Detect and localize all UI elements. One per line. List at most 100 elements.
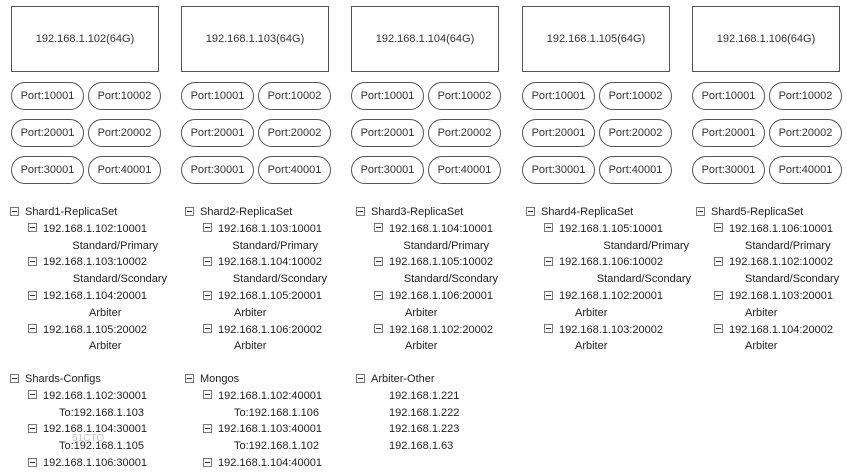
tree-node[interactable]: 192.168.1.106:20001: [356, 288, 521, 305]
tree-node[interactable]: 192.168.1.103:10001: [185, 221, 350, 238]
tree-title: Shards-Configs: [25, 373, 101, 385]
tree-node[interactable]: Shards-Configs: [10, 371, 175, 388]
port-node: Port:20001: [522, 119, 595, 147]
member-target: To:192.168.1.105: [59, 440, 145, 453]
tree-title: Shard2-ReplicaSet: [200, 206, 293, 218]
collapse-icon[interactable]: [203, 390, 212, 400]
port-node: Port:30001: [181, 156, 254, 184]
member-role: Arbiter: [575, 340, 608, 353]
tree-node[interactable]: 192.168.1.102:30001: [10, 388, 175, 405]
collapse-icon[interactable]: [696, 206, 705, 216]
tree-node[interactable]: Shard3-ReplicaSet: [356, 204, 521, 221]
member-address: 192.168.1.106:20002: [218, 323, 322, 336]
collapse-icon[interactable]: [714, 223, 723, 233]
port-node: Port:20001: [181, 119, 254, 147]
port-node: Port:20002: [769, 119, 842, 147]
collapse-icon[interactable]: [185, 206, 194, 216]
collapse-icon[interactable]: [714, 256, 723, 266]
tree-node[interactable]: Mongos: [185, 371, 350, 388]
tree-node[interactable]: 192.168.1.103:40001: [185, 421, 350, 438]
tree-node[interactable]: 192.168.1.102:10002: [696, 254, 846, 271]
collapse-icon[interactable]: [544, 290, 553, 300]
tree-node[interactable]: Shard2-ReplicaSet: [185, 204, 350, 221]
tree-node[interactable]: 192.168.1.103:20001: [696, 288, 846, 305]
collapse-icon[interactable]: [203, 423, 212, 433]
port-node: Port:10001: [11, 82, 84, 110]
port-node: Port:30001: [351, 156, 424, 184]
collapse-icon[interactable]: [203, 290, 212, 300]
collapse-icon[interactable]: [28, 457, 37, 467]
member-address: 192.168.1.102:40001: [218, 389, 322, 402]
tree-node[interactable]: 192.168.1.104:20002: [696, 322, 846, 339]
collapse-icon[interactable]: [374, 290, 383, 300]
collapse-icon[interactable]: [544, 324, 553, 334]
tree-node[interactable]: Shard4-ReplicaSet: [526, 204, 691, 221]
collapse-icon[interactable]: [185, 373, 194, 383]
collapse-icon[interactable]: [203, 457, 212, 467]
port-node: Port:30001: [11, 156, 84, 184]
collapse-icon[interactable]: [203, 256, 212, 266]
host-box: 192.168.1.104(64G): [351, 6, 499, 72]
collapse-icon[interactable]: [374, 223, 383, 233]
tree-node[interactable]: 192.168.1.105:10002: [356, 254, 521, 271]
tree-node[interactable]: 192.168.1.102:20002: [356, 322, 521, 339]
collapse-icon[interactable]: [526, 206, 535, 216]
tree-node[interactable]: 192.168.1.105:20001: [185, 288, 350, 305]
tree-node[interactable]: 192.168.1.105:10001: [526, 221, 691, 238]
collapse-icon[interactable]: [28, 290, 37, 300]
arbiter-address: 192.168.1.221: [389, 389, 460, 402]
tree-node[interactable]: Arbiter-Other: [356, 371, 521, 388]
member-role: Standard/Primary: [232, 239, 318, 252]
tree-node[interactable]: 192.168.1.106:10001: [696, 221, 846, 238]
tree-node[interactable]: 192.168.1.104:40001: [185, 455, 350, 472]
member-role: Standard/Scondary: [596, 273, 691, 286]
host-box: 192.168.1.106(64G): [692, 6, 840, 72]
member-role: Arbiter: [89, 340, 122, 353]
member-role: Arbiter: [575, 306, 608, 319]
member-target: To:192.168.1.103: [59, 406, 145, 419]
tree-node[interactable]: 192.168.1.103:20002: [526, 322, 691, 339]
tree-node[interactable]: 192.168.1.104:30001: [10, 421, 175, 438]
port-node: Port:10001: [522, 82, 595, 110]
tree-node[interactable]: 192.168.1.103:10002: [10, 254, 175, 271]
collapse-icon[interactable]: [714, 324, 723, 334]
tree-node[interactable]: 192.168.1.104:10001: [356, 221, 521, 238]
collapse-icon[interactable]: [356, 206, 365, 216]
member-address: 192.168.1.103:10002: [43, 256, 147, 269]
tree-node[interactable]: 192.168.1.104:20001: [10, 288, 175, 305]
collapse-icon[interactable]: [28, 423, 37, 433]
collapse-icon[interactable]: [356, 373, 365, 383]
collapse-icon[interactable]: [374, 324, 383, 334]
collapse-icon[interactable]: [28, 390, 37, 400]
collapse-icon[interactable]: [203, 324, 212, 334]
collapse-icon[interactable]: [203, 223, 212, 233]
collapse-icon[interactable]: [10, 206, 19, 216]
collapse-icon[interactable]: [28, 223, 37, 233]
tree-node[interactable]: 192.168.1.102:40001: [185, 388, 350, 405]
tree-node[interactable]: 192.168.1.104:10002: [185, 254, 350, 271]
port-node: Port:20001: [11, 119, 84, 147]
collapse-icon[interactable]: [544, 256, 553, 266]
replica-set-tree-2: Shard2-ReplicaSet 192.168.1.103:10001 St…: [185, 204, 350, 355]
tree-node[interactable]: 192.168.1.105:20002: [10, 322, 175, 339]
member-address: 192.168.1.104:40001: [218, 456, 322, 469]
port-node: Port:40001: [769, 156, 842, 184]
port-node: Port:10002: [599, 82, 672, 110]
tree-node[interactable]: 192.168.1.106:20002: [185, 322, 350, 339]
collapse-icon[interactable]: [374, 256, 383, 266]
tree-node[interactable]: 192.168.1.102:10001: [10, 221, 175, 238]
collapse-icon[interactable]: [28, 324, 37, 334]
collapse-icon[interactable]: [10, 373, 19, 383]
tree-node[interactable]: 192.168.1.106:30001: [10, 455, 175, 472]
member-address: 192.168.1.103:20002: [559, 323, 663, 336]
tree-node[interactable]: 192.168.1.106:10002: [526, 254, 691, 271]
collapse-icon[interactable]: [544, 223, 553, 233]
collapse-icon[interactable]: [28, 256, 37, 266]
tree-node[interactable]: 192.168.1.102:20001: [526, 288, 691, 305]
collapse-icon[interactable]: [714, 290, 723, 300]
tree-node[interactable]: Shard5-ReplicaSet: [696, 204, 846, 221]
tree-node[interactable]: Shard1-ReplicaSet: [10, 204, 175, 221]
member-address: 192.168.1.104:30001: [43, 423, 147, 436]
member-address: 192.168.1.102:20002: [389, 323, 493, 336]
member-address: 192.168.1.106:10002: [559, 256, 663, 269]
